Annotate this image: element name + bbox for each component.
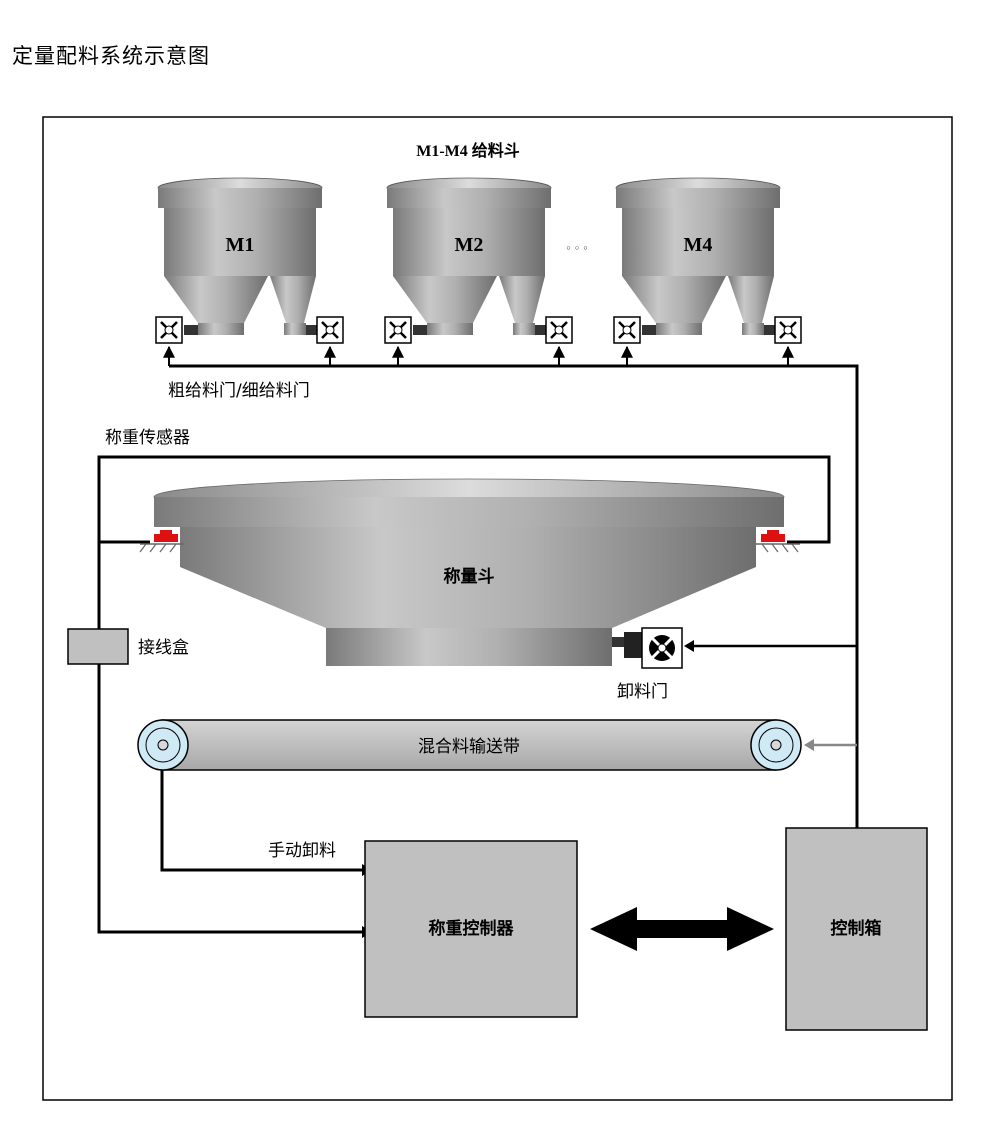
feed-gate-control-lines bbox=[163, 345, 859, 828]
hopper-label-m1: M1 bbox=[226, 234, 255, 256]
manual-discharge-label: 手动卸料 bbox=[268, 841, 336, 861]
mixing-conveyor: 混合料输送带 bbox=[137, 719, 802, 771]
load-sensor-icon bbox=[756, 530, 800, 553]
junction-box-label: 接线盒 bbox=[138, 638, 189, 658]
manual-discharge-line bbox=[160, 770, 362, 872]
hopper-group-label: M1-M4 给料斗 bbox=[416, 141, 520, 160]
valve-icon bbox=[535, 316, 573, 344]
valve-icon bbox=[613, 316, 656, 344]
discharge-gate-valve-icon bbox=[612, 627, 683, 669]
weigh-controller-label: 称重控制器 bbox=[429, 918, 515, 939]
discharge-gate-label: 卸料门 bbox=[617, 682, 668, 702]
valve-icon bbox=[306, 316, 344, 344]
feed-gates-label: 粗给料门/细给料门 bbox=[168, 381, 310, 401]
weigh-hopper: 称量斗 bbox=[153, 478, 785, 666]
hopper-label-m4: M4 bbox=[684, 234, 713, 256]
valve-icon bbox=[155, 316, 198, 344]
conveyor-label: 混合料输送带 bbox=[418, 737, 520, 757]
junction-box bbox=[67, 628, 129, 665]
valve-icon bbox=[764, 316, 802, 344]
load-sensor-icon bbox=[139, 530, 184, 553]
control-box-label: 控制箱 bbox=[831, 918, 882, 939]
hopper-label-m2: M2 bbox=[455, 234, 484, 256]
control-box bbox=[785, 827, 928, 1031]
load-sensor-label: 称重传感器 bbox=[105, 428, 190, 448]
feed-hopper-m1: M1 bbox=[157, 177, 323, 335]
feed-hopper-m2: M2 bbox=[386, 177, 552, 335]
load-sensor-wiring bbox=[97, 455, 831, 934]
bidirectional-arrow-icon bbox=[590, 907, 774, 951]
weigh-controller-box bbox=[364, 840, 578, 1018]
feed-hopper-m4: M4 bbox=[615, 177, 781, 335]
weigh-hopper-label: 称量斗 bbox=[444, 566, 495, 587]
feed-gate-valves bbox=[155, 316, 802, 344]
page-title: 定量配料系统示意图 bbox=[12, 44, 210, 68]
hopper-ellipsis: ◦◦◦ bbox=[565, 242, 590, 255]
valve-icon bbox=[384, 316, 427, 344]
diagram-frame bbox=[42, 116, 953, 1101]
